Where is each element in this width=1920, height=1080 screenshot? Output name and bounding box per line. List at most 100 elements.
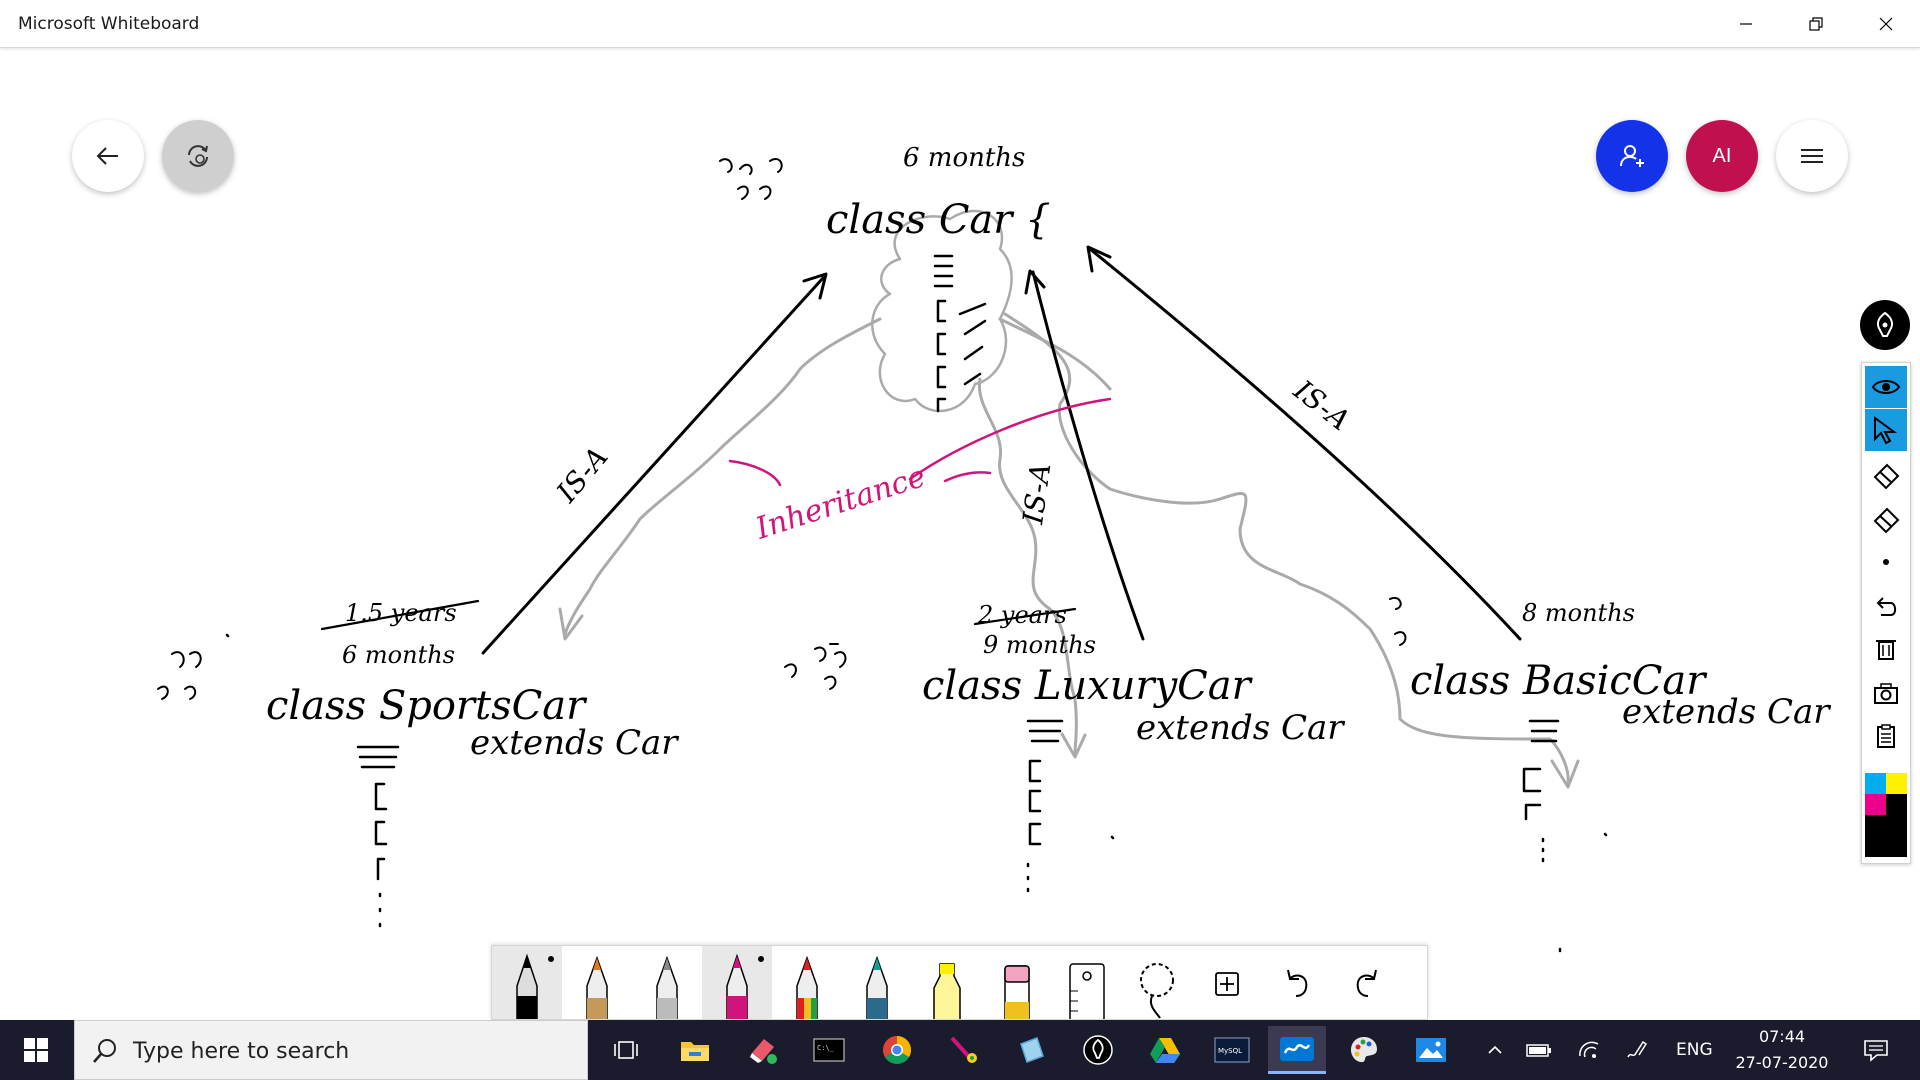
selected-dot <box>548 956 554 962</box>
swatch-black[interactable] <box>1886 794 1907 815</box>
paint-tool-app[interactable] <box>935 1026 993 1074</box>
svg-text:C:\_: C:\_ <box>817 1044 835 1052</box>
taskbar-clock[interactable]: 07:44 27-07-2020 <box>1728 1024 1836 1076</box>
undo-rail-button[interactable] <box>1865 585 1907 627</box>
show-hidden-icons-button[interactable] <box>1480 1034 1510 1066</box>
close-icon <box>1879 17 1893 31</box>
top-note: 6 months <box>903 143 1025 173</box>
network-indicator[interactable] <box>1574 1034 1604 1066</box>
insert-button[interactable] <box>1192 946 1262 1019</box>
select-tool-button[interactable] <box>1865 409 1907 451</box>
eraser-icon <box>1873 463 1900 490</box>
luxury-extends-label: extends Car <box>1136 708 1345 748</box>
mysql-app[interactable]: MySQL <box>1203 1026 1261 1074</box>
sports-extends-label: extends Car <box>470 723 679 763</box>
sticky-app[interactable] <box>733 1026 791 1074</box>
title-bar: Microsoft Whiteboard <box>0 0 1920 48</box>
eraser-button[interactable] <box>1865 499 1907 541</box>
swatch-magenta[interactable] <box>1865 794 1886 815</box>
redo-button[interactable] <box>1332 946 1402 1019</box>
palette-icon <box>1351 1037 1377 1063</box>
pen-black[interactable] <box>492 946 562 1019</box>
snip-app[interactable] <box>1002 1026 1060 1074</box>
pen-silver[interactable] <box>632 946 702 1019</box>
pen-galaxy[interactable] <box>842 946 912 1019</box>
inheritance-arrowhead-basic <box>1550 759 1580 789</box>
whiteboard-app-taskbar[interactable] <box>1268 1026 1326 1074</box>
paste-button[interactable] <box>1865 715 1907 757</box>
is-a-arrowhead-luxury <box>1024 269 1046 295</box>
terminal-icon: C:\_ <box>813 1038 845 1062</box>
taskbar-search-box[interactable]: Type here to search <box>74 1020 588 1080</box>
car-members <box>933 254 987 413</box>
clipboard-icon <box>1877 724 1895 748</box>
highlighter-yellow[interactable] <box>912 946 982 1019</box>
whiteboard-pen-app[interactable] <box>1069 1026 1127 1074</box>
minimize-button[interactable] <box>1712 0 1780 48</box>
user-avatar[interactable]: AI <box>1686 120 1758 192</box>
whiteboard-canvas[interactable]: class Car { 6 months Inheritance IS-A IS… <box>0 49 1920 1020</box>
pen-rainbow[interactable] <box>772 946 842 1019</box>
svg-text:MySQL: MySQL <box>1218 1047 1242 1055</box>
strike-luxury-years <box>973 607 1077 626</box>
hamburger-icon <box>1801 149 1823 163</box>
restore-button[interactable] <box>1782 0 1850 48</box>
chrome-app[interactable] <box>868 1026 926 1074</box>
swatch-yellow[interactable] <box>1886 773 1907 794</box>
pen-mode-button[interactable] <box>1860 300 1910 350</box>
task-view-button[interactable] <box>596 1026 654 1074</box>
minimize-icon <box>1740 23 1752 25</box>
camera-button[interactable] <box>1865 673 1907 715</box>
back-button[interactable] <box>72 120 144 192</box>
photos-app[interactable] <box>1402 1026 1460 1074</box>
is-a-arrowhead-sports <box>802 272 828 300</box>
clock-time: 07:44 <box>1758 1027 1806 1046</box>
magic-wand-icon <box>950 1036 977 1063</box>
terminal-app[interactable]: C:\_ <box>800 1026 858 1074</box>
inheritance-arrow-luxury <box>977 377 1078 756</box>
lasso-tool[interactable] <box>1122 946 1192 1019</box>
file-explorer-app[interactable] <box>666 1026 724 1074</box>
selected-dot <box>758 956 764 962</box>
sports-note: 6 months <box>342 641 455 669</box>
scribble-sports-left <box>157 651 202 700</box>
action-center-button[interactable] <box>1856 1034 1896 1066</box>
window-title: Microsoft Whiteboard <box>18 14 200 34</box>
undo-button[interactable] <box>1262 946 1332 1019</box>
read-mode-button[interactable] <box>1865 366 1907 408</box>
settings-menu-button[interactable] <box>1776 120 1848 192</box>
folder-icon <box>681 1042 709 1061</box>
google-drive-app[interactable] <box>1136 1026 1194 1074</box>
input-language[interactable]: ENG <box>1676 1040 1713 1060</box>
invite-button[interactable] <box>1596 120 1668 192</box>
undo-icon <box>1287 969 1308 997</box>
lasso-eraser-button[interactable] <box>1865 455 1907 497</box>
swatch-cyan[interactable] <box>1865 773 1886 794</box>
clock-date: 27-07-2020 <box>1735 1053 1829 1072</box>
pen-gold[interactable] <box>562 946 632 1019</box>
inheritance-branch <box>998 317 1112 391</box>
cursor-arrow-icon <box>1874 416 1898 445</box>
undo-icon <box>1876 597 1897 616</box>
is-a-arrow-sports <box>481 276 825 655</box>
pen-pink[interactable] <box>702 946 772 1019</box>
stray-dots <box>225 633 1608 974</box>
is-a-arrow-basic <box>1088 247 1522 641</box>
eraser-tool[interactable] <box>982 946 1052 1019</box>
redo-icon <box>1356 969 1377 997</box>
close-button[interactable] <box>1852 0 1920 48</box>
is-a-arrowhead-basic <box>1086 245 1112 273</box>
paint-app[interactable] <box>1335 1026 1393 1074</box>
sync-status-button[interactable] <box>162 120 234 192</box>
current-color-swatch[interactable] <box>1865 815 1907 857</box>
battery-indicator[interactable] <box>1524 1034 1554 1066</box>
delete-button[interactable] <box>1865 627 1907 669</box>
luxury-note-struck: 2 years <box>977 601 1067 629</box>
taskbar: Type here to search C:\_ MySQL <box>0 1020 1920 1080</box>
start-button[interactable] <box>0 1020 72 1080</box>
stroke-size-button[interactable] <box>1865 541 1907 583</box>
ruler-tool[interactable] <box>1052 946 1122 1019</box>
inheritance-label: Inheritance <box>751 459 930 547</box>
members-cloud <box>871 209 1013 413</box>
pen-workspace-button[interactable] <box>1622 1034 1652 1066</box>
